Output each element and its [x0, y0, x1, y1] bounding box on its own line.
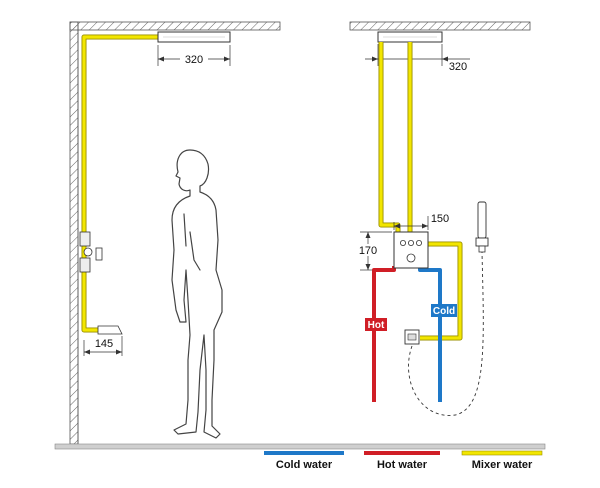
- legend-swatch-hot: [364, 451, 440, 455]
- valve-height-dimension: [356, 231, 392, 271]
- thermostatic-valve-icon: [393, 231, 429, 269]
- left-ceiling: [69, 21, 281, 31]
- cold-tag-label: Cold: [433, 306, 455, 317]
- valve-width-label: 150: [431, 213, 449, 225]
- outlet-connector-icon: [404, 329, 420, 345]
- shower-hose: [408, 251, 484, 416]
- right-head-dimension-label: 320: [449, 61, 467, 73]
- cold-tag: [431, 304, 457, 317]
- person-silhouette-icon: [171, 149, 223, 439]
- valve-height-label: 170: [359, 245, 377, 257]
- legend-label-cold: Cold water: [276, 459, 333, 471]
- cold-water-pipe: [418, 266, 442, 402]
- hand-shower-icon: [475, 201, 489, 253]
- legend-label-hot: Hot water: [377, 459, 428, 471]
- spout-dimension: [83, 336, 123, 356]
- spout-icon: [97, 325, 123, 335]
- legend: [264, 450, 543, 456]
- rain-shower-head-icon: [157, 31, 231, 43]
- left-mixer-pipe: [81, 34, 160, 333]
- right-ceiling: [349, 21, 531, 31]
- valve-width-dimension: [393, 216, 429, 230]
- wall-valve-icon: [79, 231, 103, 273]
- hot-tag-label: Hot: [368, 320, 385, 331]
- legend-label-mixer: Mixer water: [472, 459, 533, 471]
- spout-dimension-label: 145: [95, 338, 113, 350]
- floor: [54, 443, 546, 450]
- hot-water-pipe: [372, 266, 396, 402]
- legend-swatch-mixer: [461, 450, 543, 456]
- left-head-dimension: [157, 45, 231, 66]
- left-wall: [69, 21, 79, 445]
- legend-swatch-cold: [264, 451, 344, 455]
- right-rain-shower-head-icon: [377, 31, 443, 43]
- hot-tag: [365, 318, 387, 331]
- right-mixer-pipes: [378, 42, 463, 341]
- left-head-dimension-label: 320: [185, 54, 203, 66]
